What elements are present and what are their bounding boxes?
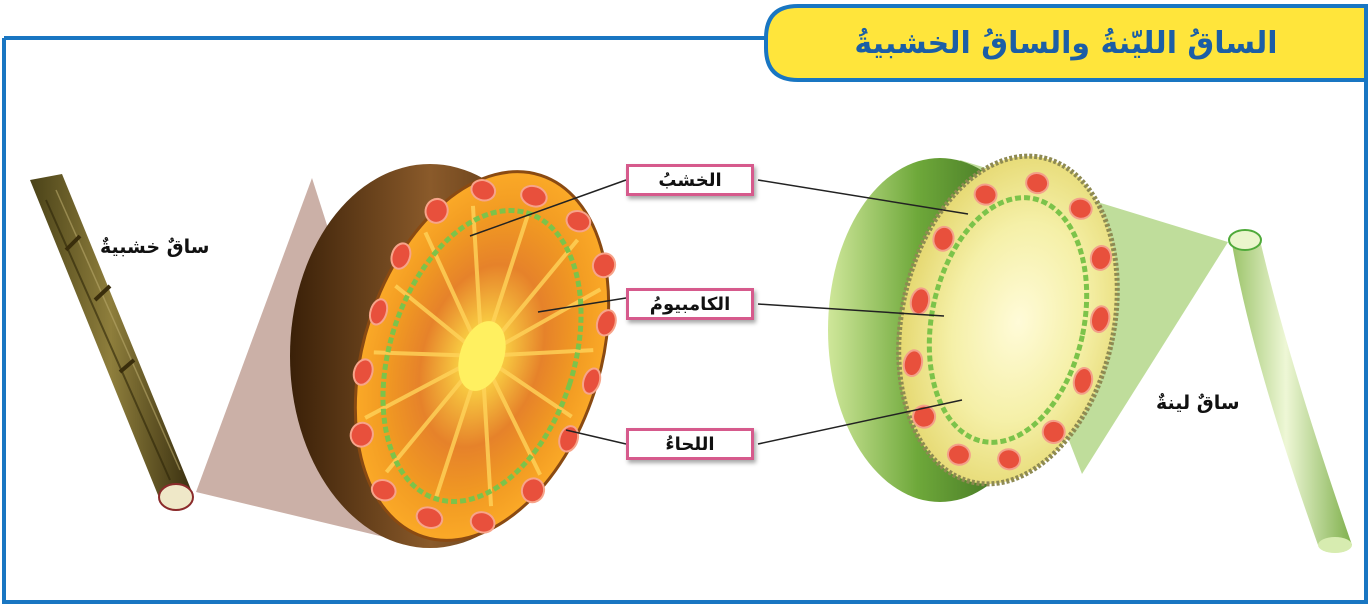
woody-stem-label: ساقٌ خشبيةٌ bbox=[100, 236, 209, 258]
woody-stem-illustration bbox=[30, 174, 193, 510]
phloem-callout: اللحاءُ bbox=[626, 428, 754, 460]
page-title: الساقُ الليّنةُ والساقُ الخشبيةُ bbox=[766, 6, 1366, 80]
xylem-callout: الخشبُ bbox=[626, 164, 754, 196]
herbaceous-stem-label: ساقٌ لينةٌ bbox=[1156, 392, 1240, 414]
herbaceous-stem-illustration bbox=[1229, 230, 1352, 553]
cambium-callout: الكامبيومُ bbox=[626, 288, 754, 320]
